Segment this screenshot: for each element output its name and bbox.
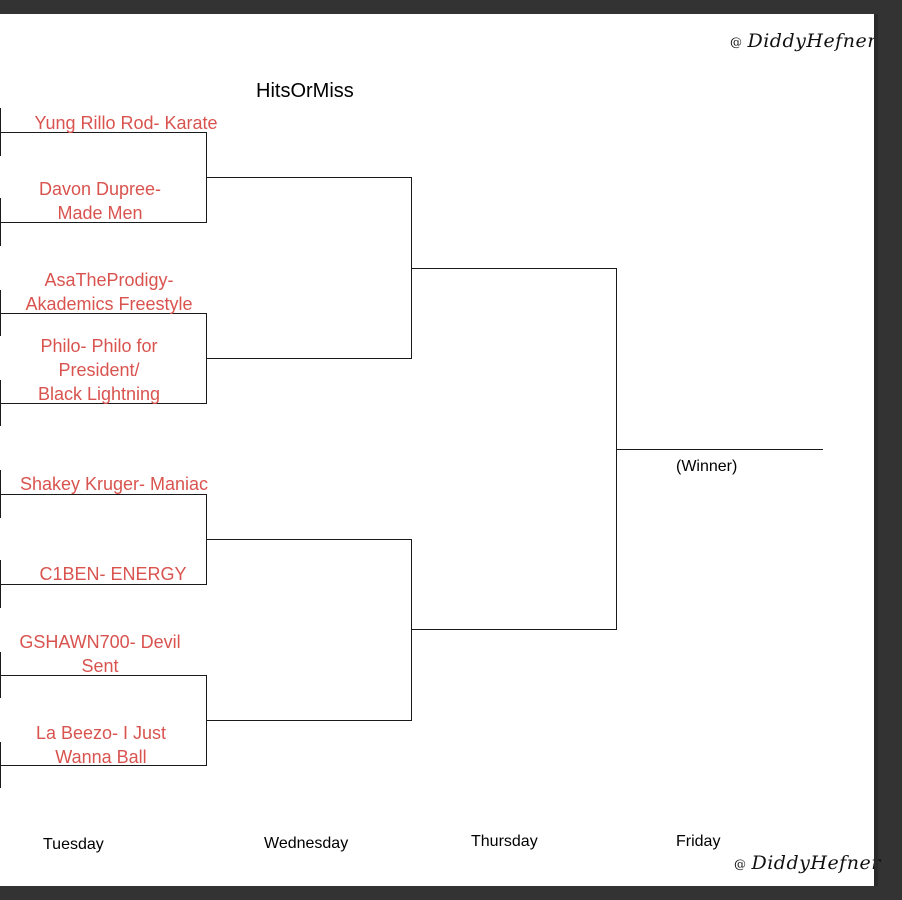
- bracket-line: [206, 539, 412, 540]
- bracket-line: [0, 560, 1, 608]
- bracket-line: [0, 652, 1, 698]
- entrant-2: Davon Dupree- Made Men: [38, 179, 162, 223]
- sheet-shadow: [874, 14, 878, 886]
- signature-top: @DiddyHefner: [730, 30, 877, 52]
- bracket-line: [0, 742, 1, 788]
- bracket-line: [0, 222, 207, 223]
- entrant-7: GSHAWN700- Devil Sent: [19, 632, 181, 676]
- bracket-line: [206, 720, 412, 721]
- entrant-6: C1BEN- ENERGY: [39, 564, 187, 584]
- entrant-3: AsaTheProdigy- Akademics Freestyle: [25, 270, 193, 314]
- day-friday: Friday: [676, 833, 721, 850]
- bracket-line: [616, 449, 823, 450]
- bracket-line: [0, 132, 207, 133]
- bracket-line: [0, 675, 207, 676]
- bracket-line: [206, 177, 412, 178]
- bracket-line: [0, 290, 1, 336]
- bracket-line: [0, 198, 1, 246]
- bracket-line: [0, 403, 207, 404]
- day-tuesday: Tuesday: [43, 836, 104, 853]
- day-wednesday: Wednesday: [264, 835, 349, 852]
- entrant-1: Yung Rillo Rod- Karate: [34, 113, 218, 133]
- bracket-sheet: @DiddyHefner HitsOrMiss Yung Rillo Rod- …: [0, 14, 880, 886]
- bracket-line: [411, 268, 617, 269]
- bracket-line: [411, 539, 412, 721]
- bracket-line: [0, 380, 1, 426]
- entrant-8: La Beezo- I Just Wanna Ball: [35, 723, 167, 767]
- bracket-title: HitsOrMiss: [256, 80, 354, 102]
- winner-label: (Winner): [676, 458, 738, 475]
- bracket-line: [0, 765, 207, 766]
- bracket-line: [0, 584, 207, 585]
- bracket-line: [206, 358, 412, 359]
- bracket-line: [411, 629, 617, 630]
- bracket-line: [0, 470, 1, 518]
- bracket-line: [0, 494, 207, 495]
- bracket-line: [0, 108, 1, 156]
- day-thursday: Thursday: [471, 833, 538, 850]
- signature-bottom: @DiddyHefner: [734, 852, 881, 874]
- entrant-5: Shakey Kruger- Maniac: [19, 474, 209, 494]
- bracket-line: [0, 313, 207, 314]
- entrant-4: Philo- Philo for President/ Black Lightn…: [37, 336, 161, 404]
